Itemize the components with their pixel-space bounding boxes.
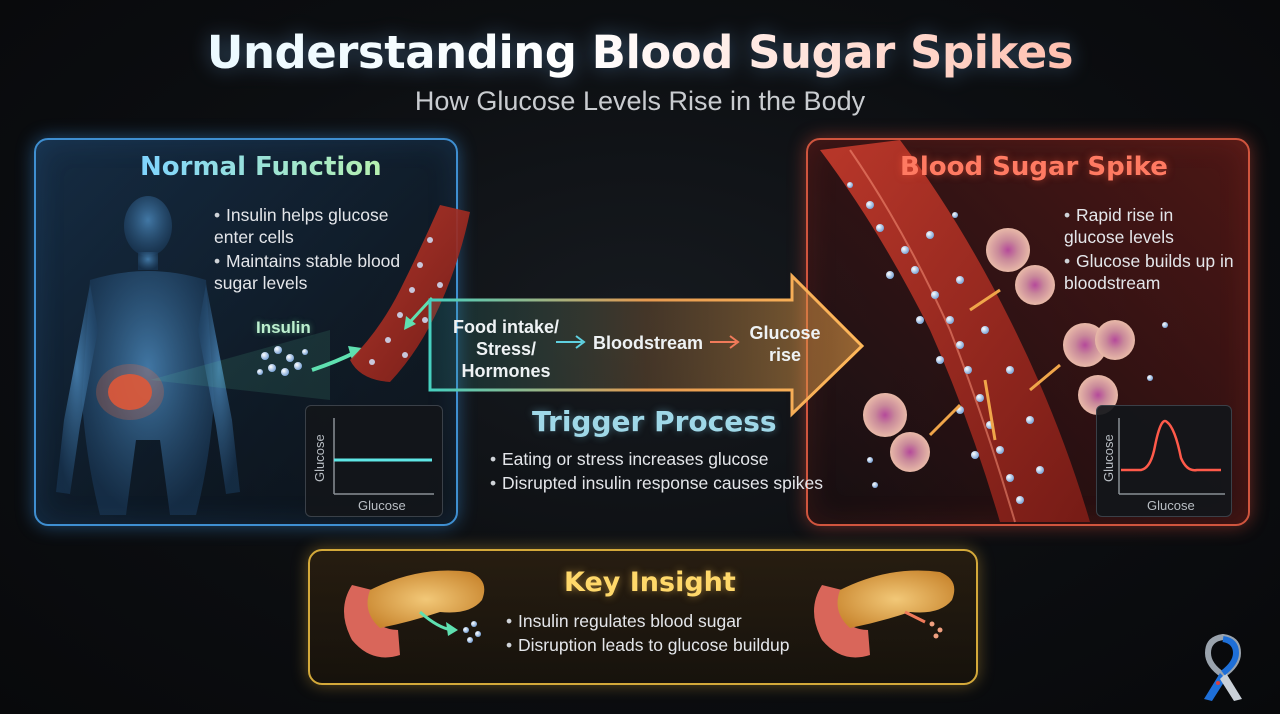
pancreas-left-icon: [344, 570, 485, 658]
stable-glucose-graph: Glucose Glucose: [305, 405, 443, 517]
bullet-item: •Maintains stable blood sugar levels: [214, 251, 401, 293]
glucose-flow-arrows: [928, 288, 1061, 441]
key-insight-heading: Key Insight: [564, 567, 736, 598]
bullet-item: •Eating or stress increases glucose: [490, 449, 769, 469]
spike-glucose-graph: Glucose Glucose: [1096, 405, 1232, 517]
insulin-label: Insulin: [256, 318, 311, 337]
normal-function-bullets: •Insulin helps glucose enter cells •Main…: [214, 204, 404, 296]
page-subtitle: How Glucose Levels Rise in the Body: [414, 86, 866, 116]
human-body-icon: [56, 196, 240, 515]
awareness-ribbon-logo: [1204, 633, 1242, 701]
page-title: Understanding Blood Sugar Spikes: [0, 26, 1280, 79]
bullet-item: •Rapid rise in glucose levels: [1064, 205, 1174, 247]
flow-step-bloodstream: Bloodstream: [592, 333, 704, 353]
bullet-item: •Disruption leads to glucose buildup: [506, 635, 790, 655]
flow-step-glucose-rise: Glucose rise: [749, 323, 821, 365]
spike-bullets: •Rapid rise in glucose levels •Glucose b…: [1064, 204, 1234, 296]
insulin-molecules: [257, 346, 308, 376]
bullet-item: •Insulin helps glucose enter cells: [214, 205, 389, 247]
key-insight-bullets: •Insulin regulates blood sugar •Disrupti…: [506, 610, 826, 658]
bullet-item: •Insulin regulates blood sugar: [506, 611, 742, 631]
trigger-bullets: •Eating or stress increases glucose •Dis…: [490, 448, 850, 496]
flow-arrow-2: [710, 335, 740, 349]
graph-y-label: Glucose: [312, 434, 327, 482]
blood-sugar-spike-heading: Blood Sugar Spike: [900, 152, 1168, 182]
stable-glucose-plot: [333, 418, 434, 495]
bullet-item: •Glucose builds up in bloodstream: [1064, 251, 1234, 293]
trigger-process-heading: Trigger Process: [532, 405, 777, 438]
spike-glucose-plot: [1118, 418, 1225, 495]
flow-step-food-intake: Food intake/ Stress/ Hormones: [452, 317, 559, 381]
trigger-process-arrow: [428, 272, 865, 418]
pancreas-right-icon: [814, 570, 955, 658]
normal-function-heading: Normal Function: [140, 152, 382, 182]
flow-arrow-1: [556, 335, 586, 349]
graph-x-label: Glucose: [358, 498, 406, 513]
blood-vessel-illustration: [820, 140, 1090, 523]
graph-x-label: Glucose: [1147, 498, 1195, 513]
bullet-item: •Disrupted insulin response causes spike…: [490, 473, 823, 493]
graph-y-label: Glucose: [1101, 434, 1116, 482]
body-cells: [863, 228, 1135, 472]
